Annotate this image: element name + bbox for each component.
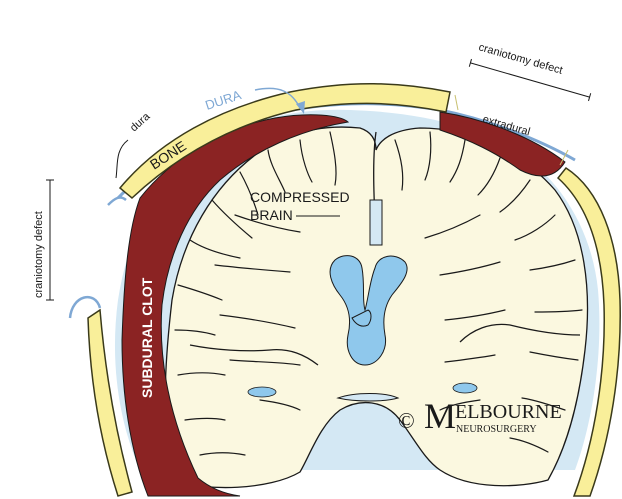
copyright-symbol: ©: [398, 408, 415, 433]
craniotomy-defect-left-label: craniotomy defect: [33, 211, 45, 298]
dura-flap-upper: [108, 198, 126, 205]
watermark-brand: ELBOURNE: [455, 401, 562, 423]
compressed-brain-label-1: COMPRESSED: [250, 189, 350, 205]
craniotomy-defect-left-bracket: [46, 180, 54, 300]
watermark-initial: M: [424, 396, 456, 436]
craniotomy-defect-right-label: craniotomy defect: [477, 41, 564, 76]
compressed-brain-label-2: BRAIN: [250, 207, 293, 223]
dura-label-lower: dura: [128, 110, 153, 134]
bone-edge-tick-right: [455, 95, 458, 110]
temporal-horn-right: [453, 383, 477, 393]
watermark-sub: NEUROSURGERY: [456, 424, 537, 435]
temporal-horn-left: [248, 387, 276, 397]
midline-fissure-csf: [370, 200, 382, 245]
subdural-clot-label: SUBDURAL CLOT: [139, 277, 155, 398]
dura-leader-lower: [116, 140, 128, 178]
